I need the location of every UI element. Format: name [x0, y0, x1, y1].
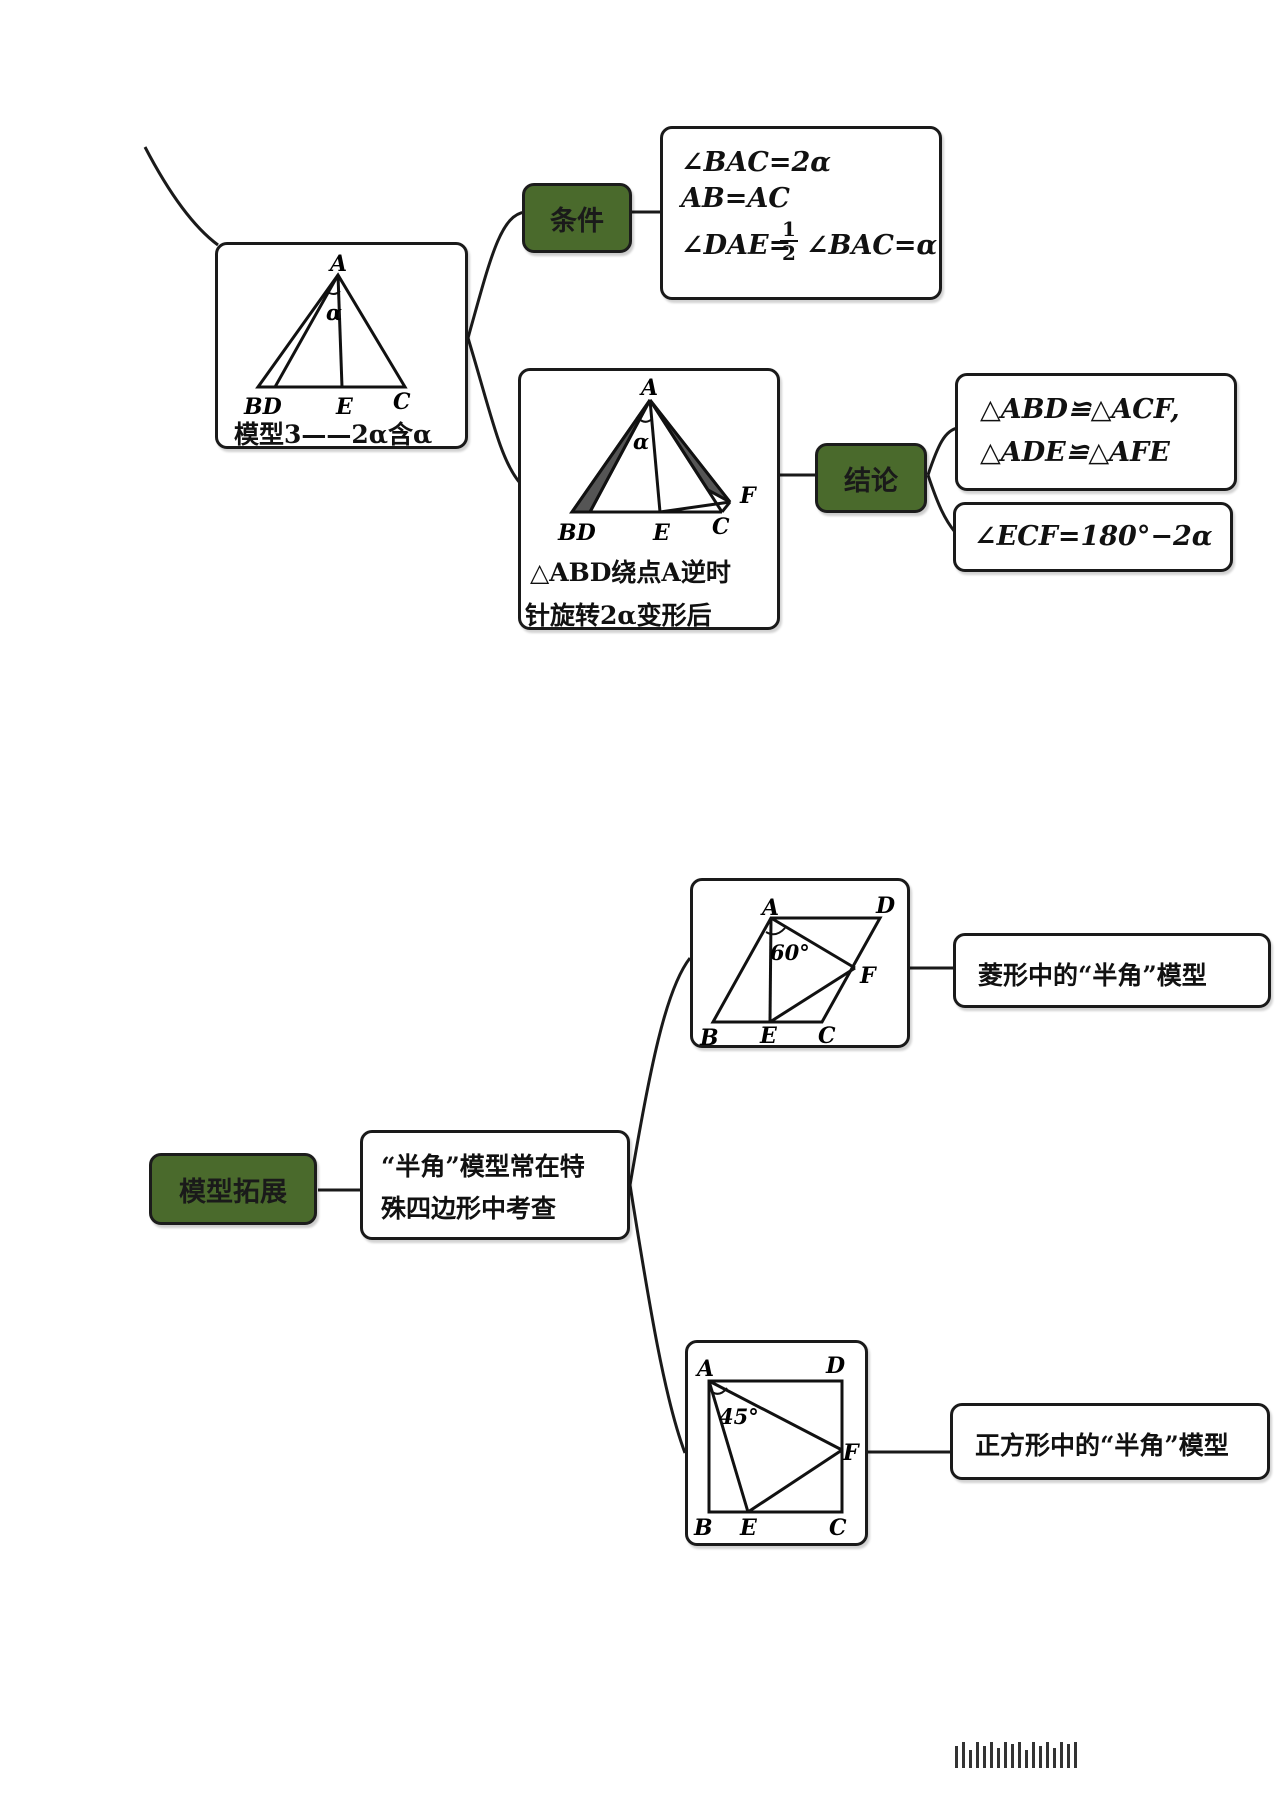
conclusion-line1: △ABD≌△ACF,: [980, 394, 1180, 425]
conclusion-line3: ∠ECF=180°−2α: [974, 521, 1213, 552]
square-label-box: 正方形中的“半角”模型: [950, 1403, 1270, 1480]
extension-desc-line1: “半角”模型常在特: [381, 1152, 585, 1181]
model3-figure: A α BD E C: [243, 251, 411, 420]
label-E: E: [739, 1515, 758, 1541]
label-F: F: [842, 1440, 860, 1466]
condition-tag-label: 条件: [550, 205, 604, 237]
label-E: E: [759, 1023, 778, 1049]
incoming-branch: [143, 146, 219, 247]
label-BD: BD: [243, 394, 282, 420]
label-A: A: [328, 251, 347, 277]
conclusion-box-top: △ABD≌△ACF, △ADE≌△AFE: [955, 373, 1237, 491]
condition-line2: AB=AC: [681, 183, 790, 214]
extension-tag[interactable]: 模型拓展: [149, 1153, 317, 1225]
label-A: A: [760, 895, 779, 921]
desc-branch-up: [628, 957, 692, 1186]
label-alpha: α: [633, 429, 649, 454]
condition-tag[interactable]: 条件: [522, 183, 632, 253]
rhombus-label-box: 菱形中的“半角”模型: [953, 933, 1271, 1008]
conclusion-tag-label: 结论: [844, 465, 898, 497]
label-D: D: [875, 893, 895, 919]
label-D: D: [825, 1353, 845, 1379]
model3-title: 模型3——2α含α: [234, 420, 433, 449]
label-C: C: [712, 514, 730, 540]
rhombus-figure: A D 60° F B E C: [699, 893, 895, 1051]
condition-line3-right: ∠BAC=α: [806, 230, 938, 261]
desc-branch-down: [628, 1184, 687, 1454]
label-E: E: [652, 520, 671, 546]
label-A: A: [695, 1356, 714, 1382]
condition-box: ∠BAC=2α AB=AC ∠DAE= 1 2 ∠BAC=α: [660, 126, 942, 300]
branch-to-transform: [466, 337, 522, 484]
label-alpha: α: [326, 300, 342, 325]
extension-desc-box: “半角”模型常在特 殊四边形中考查: [360, 1130, 630, 1240]
rhombus-label: 菱形中的“半角”模型: [978, 961, 1207, 990]
label-F: F: [859, 963, 877, 989]
square-figure: A D 45° F B E C: [693, 1353, 860, 1541]
transform-figure: A α F BD E C: [557, 375, 757, 546]
condition-line1: ∠BAC=2α: [681, 147, 832, 178]
square-label: 正方形中的“半角”模型: [975, 1431, 1229, 1460]
label-E: E: [335, 394, 354, 420]
label-B: B: [699, 1025, 719, 1051]
rhombus-figure-box: [690, 878, 910, 1048]
extension-tag-label: 模型拓展: [179, 1176, 287, 1208]
label-A: A: [639, 375, 658, 401]
conclusion-tag[interactable]: 结论: [815, 443, 927, 513]
label-C: C: [829, 1515, 847, 1541]
branch-to-condition: [466, 210, 526, 339]
condition-fraction: 1 2: [780, 218, 798, 264]
transform-line1: △ABD绕点A逆时: [530, 558, 731, 587]
transform-line2: 针旋转2α变形后: [525, 601, 712, 630]
label-BD: BD: [557, 520, 596, 546]
label-F: F: [739, 483, 757, 509]
fraction-numerator: 1: [780, 217, 798, 242]
transform-box: [518, 368, 780, 630]
conclusion-box-bottom: ∠ECF=180°−2α: [953, 502, 1233, 572]
label-angle: 60°: [770, 940, 810, 965]
condition-line3-left: ∠DAE=: [681, 230, 792, 261]
label-C: C: [818, 1023, 836, 1049]
label-B: B: [693, 1515, 713, 1541]
label-C: C: [393, 389, 411, 415]
fraction-denominator: 2: [782, 241, 796, 265]
conclusion-branch-bottom: [926, 474, 957, 533]
scan-strip-decoration: [955, 1740, 1077, 1768]
label-angle: 45°: [719, 1404, 759, 1429]
conclusion-line2: △ADE≌△AFE: [980, 437, 1170, 468]
extension-desc-line2: 殊四边形中考查: [381, 1194, 557, 1223]
conclusion-branch-top: [926, 426, 959, 476]
